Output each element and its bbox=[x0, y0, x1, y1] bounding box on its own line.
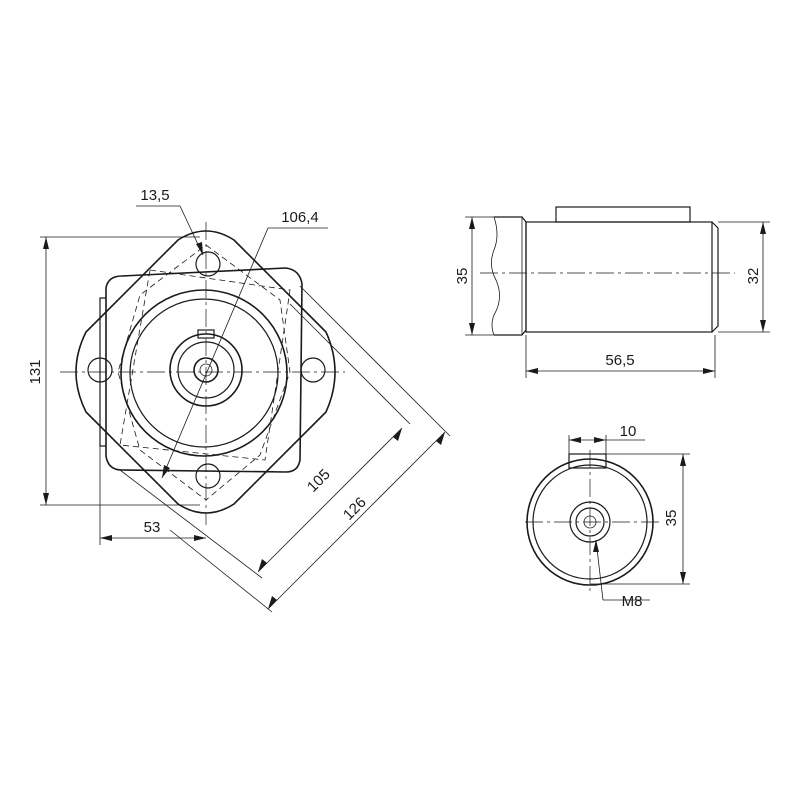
arrow bbox=[593, 540, 599, 552]
pilot-circle bbox=[169, 333, 243, 407]
housing-inner-circle bbox=[129, 298, 279, 448]
end-shaft-circle bbox=[569, 501, 611, 543]
ext-line bbox=[289, 303, 411, 425]
arrow bbox=[569, 437, 581, 443]
side-view: 35 32 56,5 bbox=[454, 206, 770, 378]
housing-square bbox=[105, 267, 303, 473]
dim-side-32: 32 bbox=[745, 268, 762, 285]
end-inner-circle bbox=[532, 464, 648, 580]
arrow bbox=[43, 237, 49, 249]
dim-53: 53 bbox=[144, 519, 161, 536]
arrow bbox=[393, 428, 402, 441]
arrow bbox=[268, 596, 277, 609]
side-body bbox=[525, 221, 713, 333]
arrow bbox=[680, 572, 686, 584]
end-key bbox=[568, 453, 607, 469]
pilot-inner-circle bbox=[177, 341, 235, 399]
arrow bbox=[469, 217, 475, 229]
dim-105: 105 bbox=[304, 466, 334, 496]
end-thread bbox=[583, 515, 597, 529]
diamond-flange bbox=[75, 230, 336, 514]
arrow bbox=[760, 320, 766, 332]
arrow bbox=[760, 222, 766, 234]
front-view: 131 53 13,5 106,4 105 126 bbox=[27, 187, 451, 613]
break-line bbox=[491, 216, 500, 336]
arrow bbox=[436, 432, 445, 445]
dim-side-35: 35 bbox=[454, 268, 471, 285]
hidden-outline bbox=[119, 269, 291, 461]
arrow bbox=[194, 535, 206, 541]
dim-13-5: 13,5 bbox=[140, 187, 169, 204]
ext-line bbox=[119, 469, 263, 579]
side-key bbox=[555, 206, 691, 223]
left-boss bbox=[99, 297, 106, 447]
arrow bbox=[469, 323, 475, 335]
ext-line bbox=[299, 285, 451, 437]
arrow bbox=[680, 454, 686, 466]
ext-line bbox=[169, 529, 273, 613]
dim-end-10: 10 bbox=[620, 423, 637, 440]
mount-hole-bottom bbox=[195, 463, 221, 489]
arrow bbox=[526, 368, 538, 374]
arrow bbox=[100, 535, 112, 541]
dim-131: 131 bbox=[27, 359, 44, 384]
mount-hole-left bbox=[87, 357, 113, 383]
arrow bbox=[703, 368, 715, 374]
arrow bbox=[196, 242, 203, 255]
dim-end-35: 35 bbox=[663, 510, 680, 527]
mount-hole-top bbox=[195, 251, 221, 277]
dim-line bbox=[257, 427, 403, 573]
dim-side-56-5: 56,5 bbox=[605, 352, 634, 369]
mount-hole-right bbox=[300, 357, 326, 383]
leader-line bbox=[161, 227, 269, 479]
thread-circle bbox=[199, 363, 213, 377]
arrow bbox=[594, 437, 606, 443]
hidden-outline-2 bbox=[117, 244, 291, 501]
end-outer-circle bbox=[526, 458, 654, 586]
side-chamfer bbox=[711, 221, 719, 333]
dim-line bbox=[267, 431, 446, 610]
shaft-circle bbox=[193, 357, 219, 383]
arrow bbox=[258, 559, 267, 572]
housing-circle bbox=[120, 289, 288, 457]
key bbox=[197, 329, 215, 339]
arrow bbox=[43, 493, 49, 505]
end-view: 10 35 M8 bbox=[525, 423, 690, 610]
arrow bbox=[162, 465, 170, 478]
dim-end-m8: M8 bbox=[622, 593, 643, 610]
end-shaft-inner bbox=[575, 507, 605, 537]
flange-stub bbox=[494, 216, 527, 336]
dim-106-4: 106,4 bbox=[281, 209, 319, 226]
dim-126: 126 bbox=[340, 494, 370, 524]
